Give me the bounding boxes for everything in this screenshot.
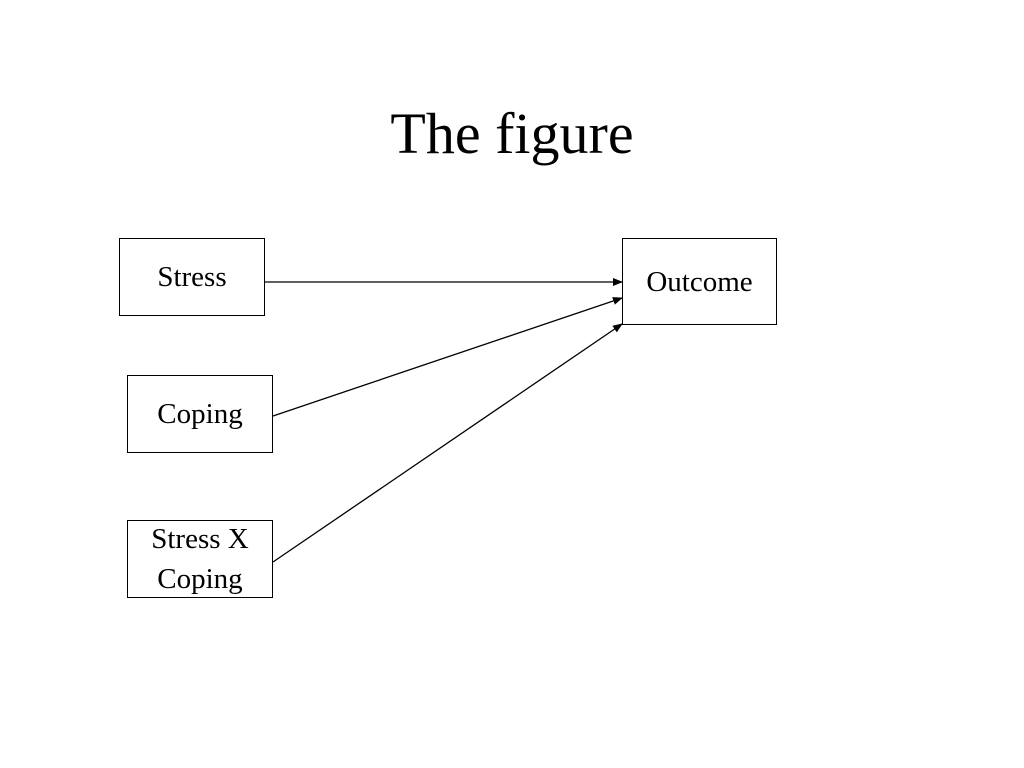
- node-stress-x-coping: Stress X Coping: [127, 520, 273, 598]
- node-coping: Coping: [127, 375, 273, 453]
- arrow-interaction-to-outcome: [272, 323, 623, 563]
- node-coping-label: Coping: [157, 398, 243, 430]
- arrow-coping-to-outcome: [272, 297, 623, 417]
- node-stress-x-coping-label: Stress X Coping: [151, 523, 249, 595]
- node-outcome: Outcome: [622, 238, 777, 325]
- node-outcome-label: Outcome: [646, 265, 753, 298]
- node-stress-label: Stress: [157, 261, 227, 293]
- node-stress: Stress: [119, 238, 265, 316]
- page-title: The figure: [390, 101, 634, 166]
